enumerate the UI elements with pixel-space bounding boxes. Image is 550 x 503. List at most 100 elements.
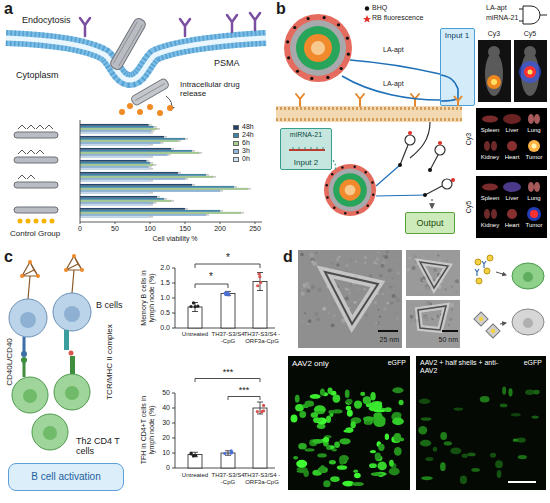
quencher-dot [326, 76, 329, 79]
cell-fluorescence [440, 432, 447, 440]
tetrahedron-vertex [20, 274, 24, 278]
micrograph-grain [379, 274, 383, 278]
micrograph-grain [304, 312, 306, 314]
organ-image [482, 184, 498, 191]
micrograph-grain [415, 302, 418, 305]
micrograph-grain [410, 315, 414, 319]
cell-fluorescence [378, 444, 384, 451]
nanoparticle [284, 14, 352, 82]
axis-tick: 1.0 [160, 294, 170, 302]
psma-receptor [227, 15, 237, 32]
cell-fluorescence [345, 427, 353, 432]
cell-fluorescence [354, 400, 362, 408]
cell-fluorescence [419, 399, 431, 404]
cell-fluorescence [370, 392, 375, 400]
category-label: TH37-S3/S4 -ORF3a-CpG [242, 331, 282, 345]
condition-label: AAV2 + half shells + anti-AAV2 [420, 359, 510, 375]
quencher-dot [372, 193, 374, 195]
micrograph-grain [355, 260, 357, 262]
tetrahedron-vertex [28, 260, 32, 264]
cell-fluorescence [311, 412, 318, 418]
b-cell [53, 293, 91, 331]
error-bar [157, 196, 160, 197]
t-cell [43, 426, 57, 440]
axis-tick: 50 [111, 225, 119, 233]
legend-swatch [233, 133, 239, 138]
channel-label: Cy5 [524, 30, 536, 38]
cell-fluorescence [323, 480, 330, 487]
micrograph-grain [455, 279, 459, 283]
cell-fluorescence [440, 462, 446, 471]
mouse-image [519, 61, 541, 83]
micrograph-grain [300, 288, 303, 291]
organ-image [482, 116, 498, 123]
receptor-pair [69, 351, 74, 356]
organ-label: Heart [505, 154, 520, 161]
hairpin-probe [333, 160, 336, 170]
axis-tick: 0 [78, 225, 82, 233]
micrograph-grain [413, 255, 417, 259]
organ-image [503, 114, 521, 124]
hairpin-probe [435, 145, 445, 155]
micrograph-grain [331, 323, 335, 327]
cell-fluorescence [299, 411, 306, 418]
data-point [262, 404, 265, 407]
category-label: TH37-S3/S4 -ORF3a-CpG [242, 472, 282, 486]
dna-nanotube [130, 78, 170, 107]
receptor-pair [21, 351, 27, 357]
micrograph-grain [451, 286, 453, 288]
cell-fluorescence [332, 409, 342, 413]
cell-fluorescence [533, 390, 540, 395]
micrograph-grain [371, 314, 374, 317]
control-structure [18, 150, 44, 154]
micrograph-grain [385, 323, 387, 325]
cell-fluorescence [371, 472, 383, 476]
organ-image [476, 176, 547, 238]
micrograph-grain [383, 307, 387, 311]
bar [80, 216, 150, 218]
bar [80, 184, 192, 186]
fluorophore-star [451, 178, 455, 182]
category-label: TH37-S3/S4 -CpG [211, 331, 245, 345]
group-label: Control Group [10, 229, 60, 238]
output-box: Output [405, 212, 455, 234]
condition-label: AAV2 only [292, 359, 329, 368]
cell-fluorescence [320, 465, 326, 473]
axis-tick: 0.5 [160, 309, 170, 317]
micrograph-grain [376, 276, 379, 279]
error-bar [185, 178, 188, 179]
micrograph-grain [392, 294, 396, 298]
schematic [512, 263, 544, 289]
nanoparticle [345, 185, 356, 196]
cell-fluorescence [352, 482, 364, 486]
schematic [487, 255, 493, 261]
micrograph-grain [353, 301, 356, 304]
micrograph-grain [382, 293, 384, 295]
legend-ground [230, 120, 264, 164]
micrograph-grain [396, 317, 399, 320]
micrograph-grain [432, 315, 436, 319]
axis-title: Memory B cells in lymph node (%) [140, 262, 156, 334]
quencher-dot [423, 193, 427, 197]
tetrahedron-vertex [20, 254, 84, 278]
cell-fluorescence [471, 468, 480, 472]
receptor-pair [23, 362, 26, 377]
nanoparticle [284, 14, 352, 82]
bar [80, 198, 164, 200]
control-structure [14, 207, 58, 213]
node-text: Output [416, 218, 443, 228]
significance-mark: *** [223, 367, 234, 377]
micrograph-particle [418, 306, 446, 330]
micrograph-grain [347, 288, 349, 290]
micrograph-grain [316, 252, 318, 254]
box-decoration [293, 147, 323, 150]
mouse-image [487, 75, 501, 89]
micrograph-grain [396, 317, 398, 319]
bar [253, 408, 267, 468]
bar [80, 192, 150, 194]
micrograph-grain [455, 291, 458, 294]
process-label: Endocytosis [22, 15, 71, 25]
mouse-image [528, 70, 533, 75]
cell-fluorescence [373, 402, 382, 411]
control-structure [34, 219, 39, 224]
